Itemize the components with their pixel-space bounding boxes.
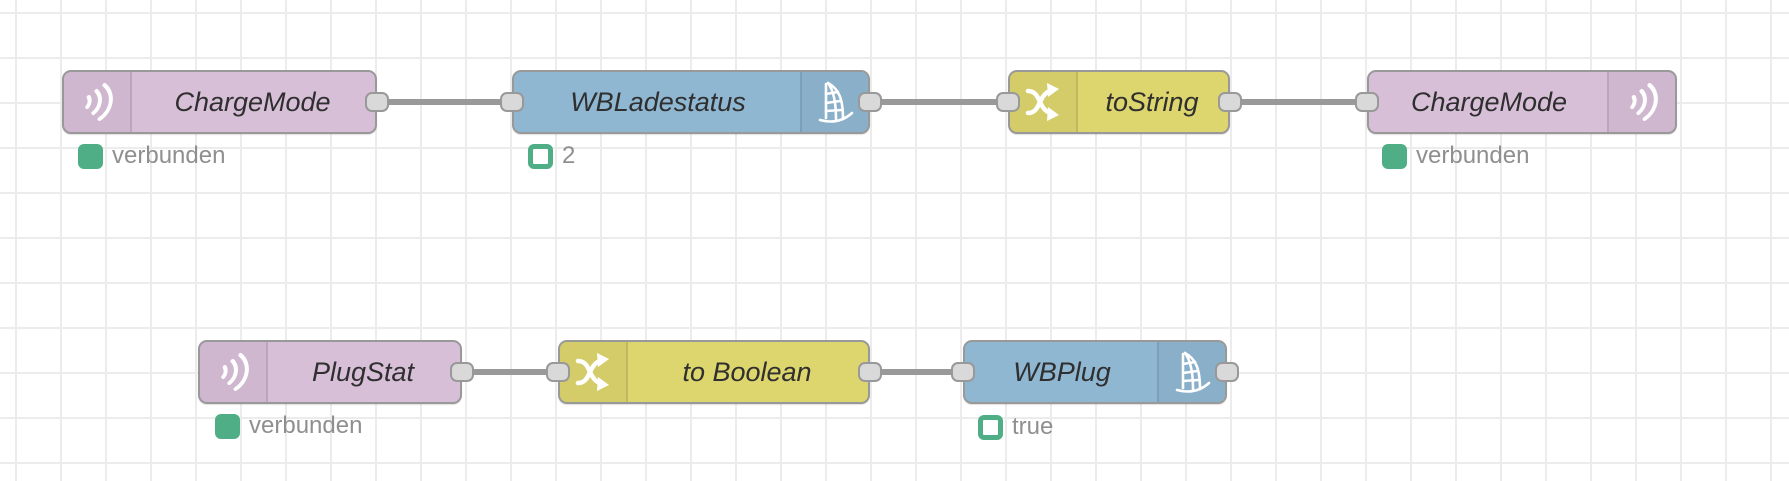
node-icon-region [200, 342, 268, 402]
sail-building-icon [1175, 351, 1211, 393]
output-port[interactable] [365, 92, 389, 112]
input-port[interactable] [951, 362, 975, 382]
input-port[interactable] [546, 362, 570, 382]
node-icon-region [560, 342, 628, 402]
wire[interactable] [870, 99, 1008, 105]
wire[interactable] [870, 369, 963, 375]
node-status: 2 [528, 142, 575, 170]
wire[interactable] [1230, 99, 1367, 105]
status-ring-icon [978, 414, 1003, 440]
node-icon-region [64, 72, 132, 132]
status-text: verbunden [1416, 142, 1530, 169]
input-port[interactable] [500, 92, 524, 112]
node-label: PlugStat [311, 356, 415, 387]
output-port[interactable] [450, 362, 474, 382]
status-text: 2 [562, 142, 576, 169]
flow-node[interactable]: WBLadestatus [512, 70, 870, 134]
input-port[interactable] [1355, 92, 1379, 112]
node-status: true [978, 413, 1053, 441]
status-text: true [1012, 413, 1054, 440]
status-text: verbunden [249, 412, 363, 439]
shuffle-icon [1025, 83, 1059, 121]
status-dot-icon [215, 413, 240, 439]
node-status: verbunden [1382, 142, 1529, 170]
radio-waves-icon [1630, 83, 1658, 121]
node-icon-region [1157, 342, 1225, 402]
flow-node[interactable]: to Boolean [558, 340, 870, 404]
output-port[interactable] [1218, 92, 1242, 112]
node-label: ChargeMode [174, 86, 331, 117]
node-icon-region [1607, 72, 1675, 132]
output-port[interactable] [1215, 362, 1239, 382]
radio-waves-icon [85, 83, 113, 121]
output-port[interactable] [858, 92, 882, 112]
flow-node[interactable]: ChargeMode [1367, 70, 1677, 134]
node-label: WBPlug [1013, 356, 1111, 387]
node-label: WBLadestatus [570, 86, 746, 117]
status-ring-icon [528, 143, 553, 169]
wire[interactable] [377, 99, 512, 105]
status-dot-icon [1382, 143, 1407, 169]
shuffle-icon [575, 353, 609, 391]
node-label: to Boolean [682, 356, 812, 387]
flow-node[interactable]: WBPlug [963, 340, 1227, 404]
wire[interactable] [462, 369, 558, 375]
flow-node[interactable]: toString [1008, 70, 1230, 134]
node-icon-region [800, 72, 868, 132]
node-label: ChargeMode [1410, 86, 1568, 117]
input-port[interactable] [996, 92, 1020, 112]
radio-waves-icon [221, 353, 249, 391]
flow-node[interactable]: PlugStat [198, 340, 462, 404]
output-port[interactable] [858, 362, 882, 382]
node-icon-region [1010, 72, 1078, 132]
node-status: verbunden [78, 142, 225, 170]
flow-node[interactable]: ChargeMode [62, 70, 377, 134]
node-label: toString [1105, 86, 1199, 117]
status-text: verbunden [112, 142, 226, 169]
sail-building-icon [818, 81, 854, 123]
status-dot-icon [78, 143, 103, 169]
node-status: verbunden [215, 412, 362, 440]
